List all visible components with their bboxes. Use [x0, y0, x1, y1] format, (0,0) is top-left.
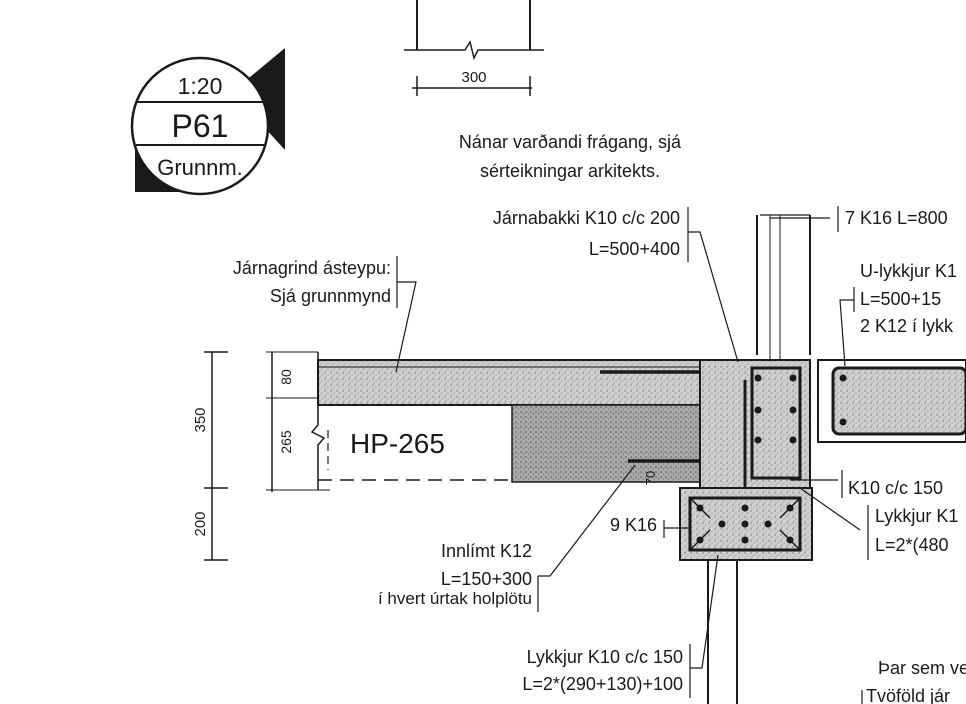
note-bottom-right-1: Þar sem ve [878, 658, 966, 678]
callout-column-bars: 7 K16 L=800 [845, 208, 948, 228]
scale-label: 1:20 [178, 73, 223, 99]
callout-lykkjur-r1: Lykkjur K1 [875, 506, 958, 526]
callout-jarnabakki-1: Járnabakki K10 c/c 200 [493, 208, 680, 228]
title-block-circle [130, 56, 270, 196]
callout-jarnagrind-1: Járnagrind ásteypu: [233, 258, 391, 278]
column-stirrup [750, 366, 802, 480]
top-wall: 300 [404, 0, 544, 96]
dim-top-width: 300 [461, 69, 486, 86]
joint [699, 359, 811, 490]
dim-slab-core: 265 [278, 430, 294, 454]
callout-innlimt-3: í hvert úrtak holplötu [378, 589, 532, 608]
dim-stirrup-offset: 70 [643, 471, 658, 485]
callout-k10-cc150: K10 c/c 150 [848, 478, 943, 498]
callout-ulykkjur-3: 2 K12 í lykk [860, 316, 954, 336]
note-bottom-right-2: Tvöföld jár [866, 686, 950, 704]
callout-jarnabakki-2: L=500+400 [589, 239, 680, 259]
architect-note-line1: Nánar varðandi frágang, sjá [459, 132, 682, 152]
architect-note-line2: sérteikningar arkitekts. [480, 161, 660, 181]
title-block: 1:20 P61 Grunnm. [130, 48, 285, 196]
callouts: Járnabakki K10 c/c 200 L=500+400 Járnagr… [233, 206, 966, 704]
dim-slab-topping: 80 [278, 369, 294, 385]
slab-topping [317, 359, 759, 406]
detail-id-label: P61 [172, 108, 229, 144]
dim-beam-depth: 200 [192, 511, 209, 536]
slab-label: HP-265 [350, 428, 445, 459]
dim-total-height: 350 [192, 407, 209, 432]
beam [679, 487, 813, 704]
callout-innlimt-2: L=150+300 [441, 569, 532, 589]
callout-jarnagrind-2: Sjá grunnmynd [270, 286, 391, 306]
adjacent-unit [817, 359, 966, 443]
callout-ulykkjur-1: U-lykkjur K1 [860, 261, 957, 281]
callout-ulykkjur-2: L=500+15 [860, 289, 941, 309]
callout-lykkjur-b2: L=2*(290+130)+100 [522, 674, 683, 694]
callout-innlimt-1: Innlímt K12 [441, 541, 532, 561]
hollow-core-slab: HP-265 [318, 404, 760, 483]
beam-stirrup [688, 496, 802, 552]
column [756, 214, 811, 360]
view-label: Grunnm. [157, 155, 243, 180]
grout-fill [511, 404, 719, 483]
callout-lykkjur-r2: L=2*(480 [875, 535, 949, 555]
callout-beam-bars: 9 K16 [610, 515, 657, 535]
vertical-dimensions: 350 200 80 265 70 [192, 351, 658, 561]
callout-lykkjur-b1: Lykkjur K10 c/c 150 [527, 647, 683, 667]
